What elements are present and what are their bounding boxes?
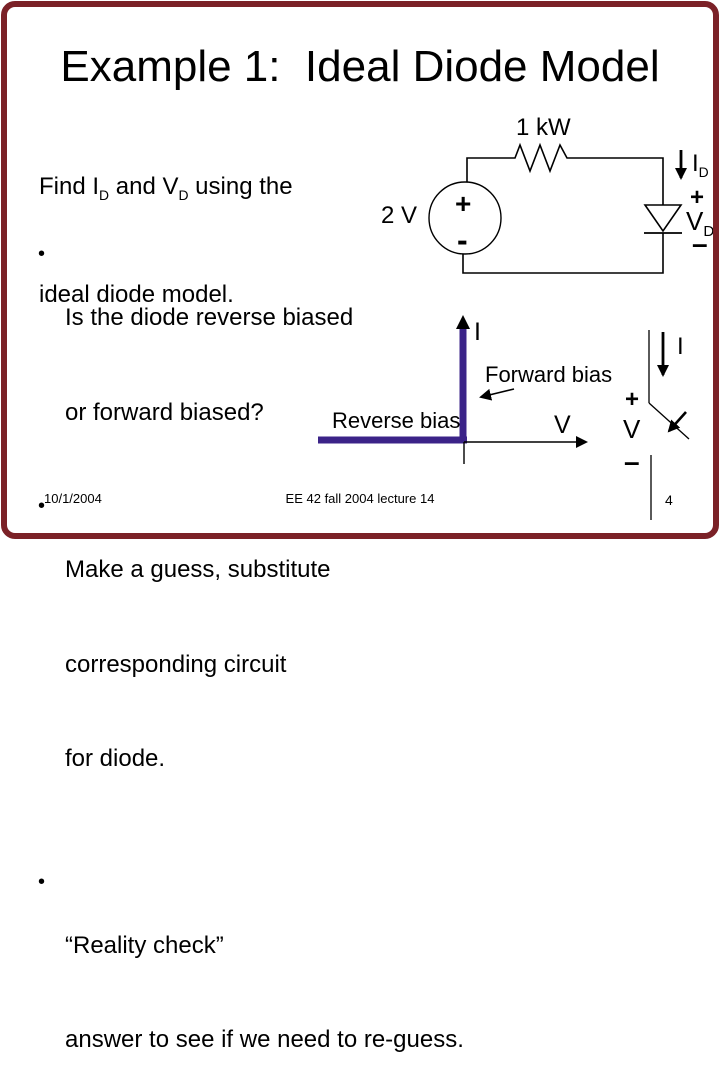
subscript-d: D: [178, 187, 188, 203]
slide-title: Example 1: Ideal Diode Model: [0, 42, 720, 92]
i-axis-label: I: [474, 318, 481, 347]
source-value-label: 2 V: [381, 202, 417, 230]
diode-minus-sign: –: [692, 230, 708, 258]
bullet-text: Is the diode reverse biased or forward b…: [65, 239, 353, 491]
reverse-bias-label: Reverse bias: [332, 408, 460, 434]
diode-symbol: [645, 205, 681, 231]
bullet-item: • Is the diode reverse biased or forward…: [38, 239, 498, 491]
bullet-marker: •: [38, 239, 65, 271]
v-axis-label: V: [554, 411, 571, 440]
open-model-current-label: I: [677, 333, 684, 361]
bullet-text: Make a guess, substitute corresponding c…: [65, 491, 330, 838]
source-minus-sign: -: [457, 224, 468, 256]
bullet-marker: •: [38, 867, 65, 899]
open-model-minus-sign: –: [624, 448, 640, 476]
bullet-list: • Is the diode reverse biased or forward…: [38, 239, 498, 1080]
open-model-voltage-label: V: [623, 414, 640, 445]
diode-current-label: ID: [692, 150, 709, 180]
subscript-d: D: [699, 164, 709, 180]
resistor-value-label: 1 kW: [516, 114, 571, 142]
subscript-d: D: [99, 187, 109, 203]
source-plus-sign: +: [455, 190, 471, 218]
bullet-text: “Reality check” answer to see if we need…: [65, 867, 464, 1080]
open-model-plus-sign: +: [625, 388, 639, 412]
forward-bias-label: Forward bias: [485, 362, 612, 388]
open-switch-blade: [649, 403, 689, 439]
intro-line-1: Find ID and VD using the: [39, 170, 293, 212]
bullet-item: • Make a guess, substitute corresponding…: [38, 491, 498, 838]
footer-page-number: 4: [665, 492, 673, 508]
resistor-symbol: [467, 145, 663, 205]
footer-course: EE 42 fall 2004 lecture 14: [0, 491, 720, 506]
bullet-item: • “Reality check” answer to see if we ne…: [38, 867, 498, 1080]
